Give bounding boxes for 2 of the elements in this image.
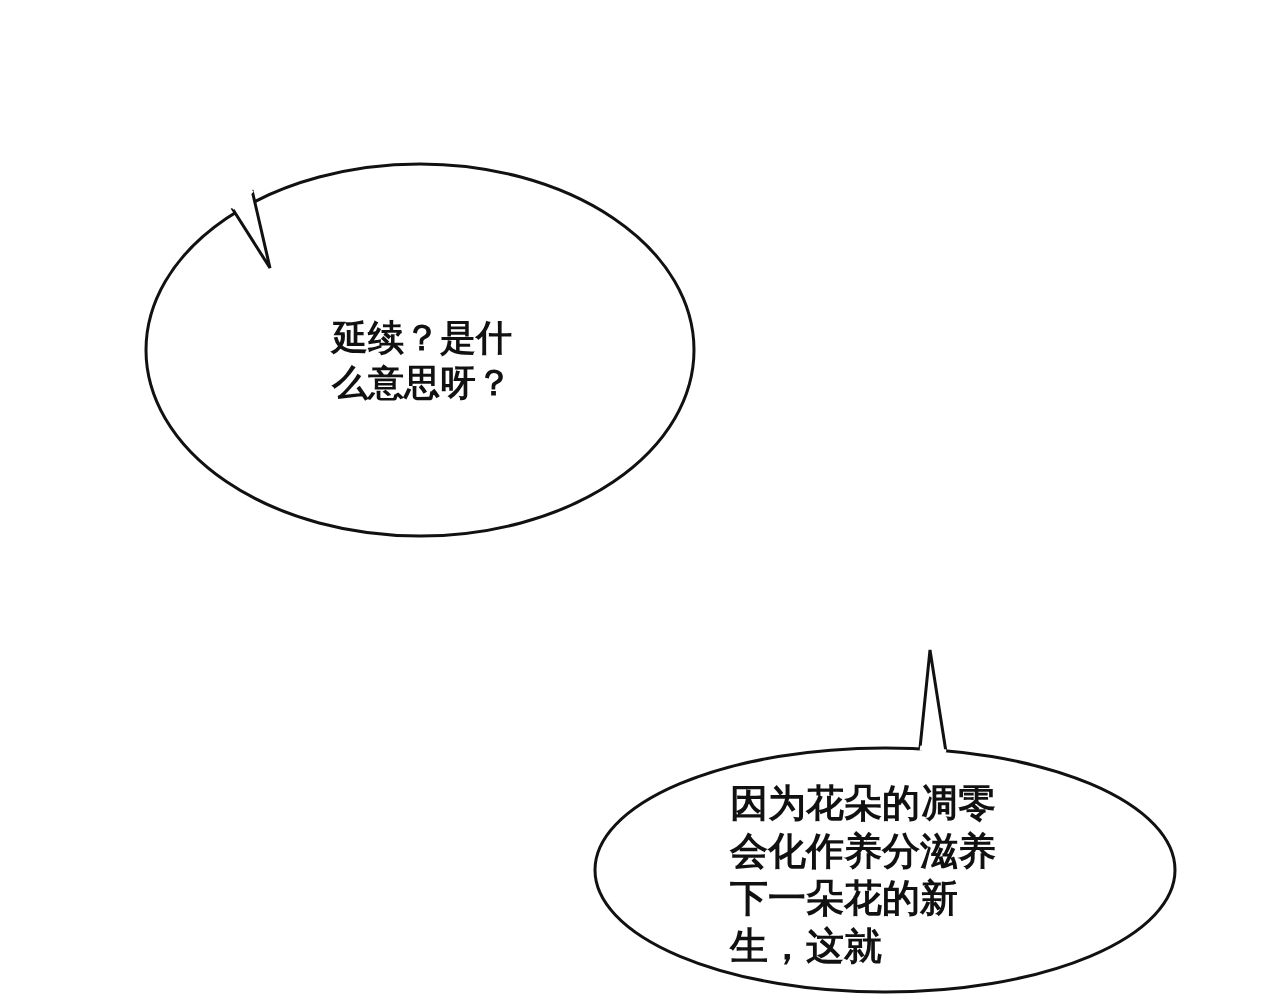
speech-text: 延续？是什么意思呀？ [332,316,513,405]
speech-text: 因为花朵的凋零会化作养分滋养下一朵花的新生，这就 [730,780,997,970]
